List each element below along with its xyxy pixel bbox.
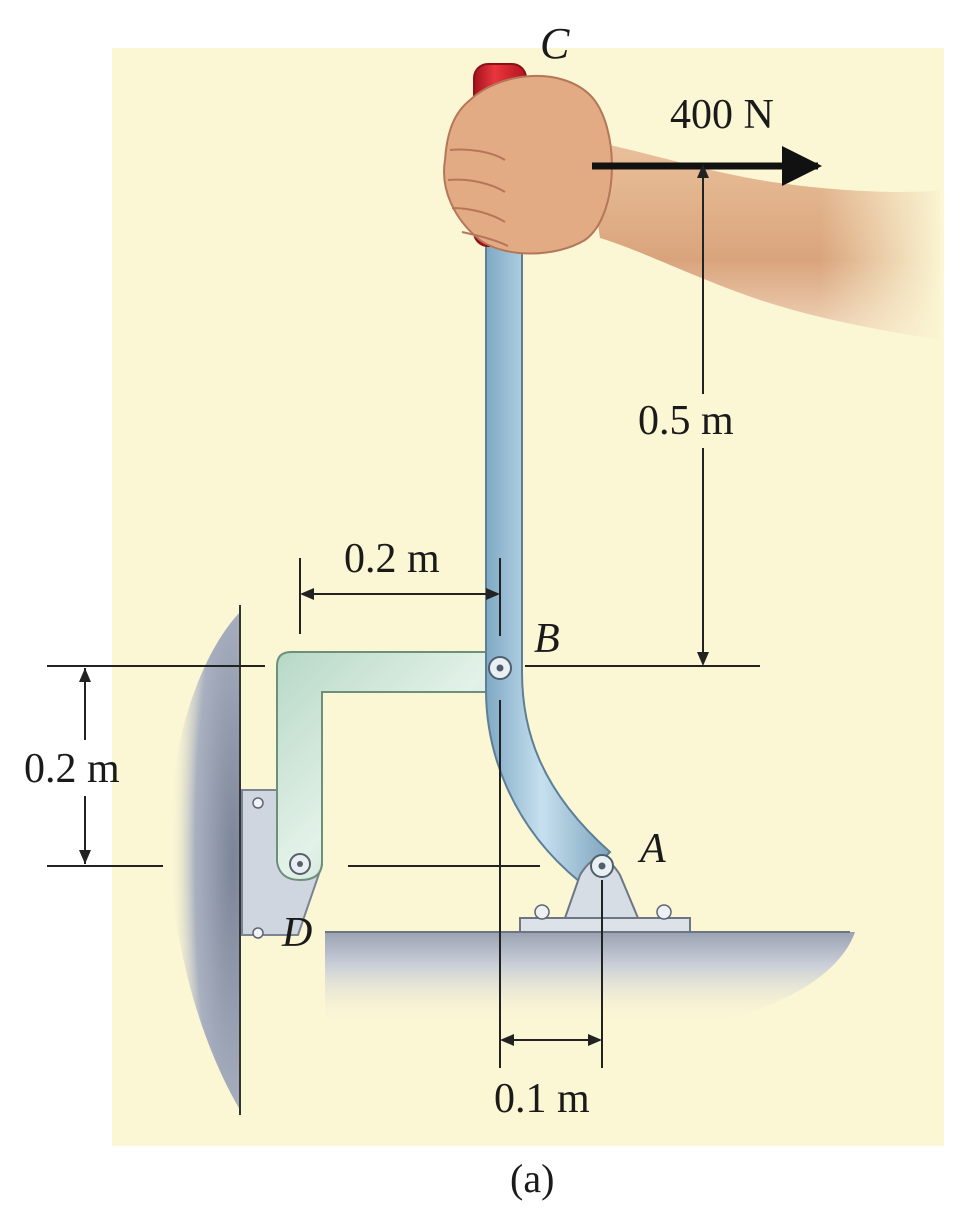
point-label-b: B bbox=[534, 616, 560, 662]
dimension-label-db: 0.2 m bbox=[344, 536, 440, 582]
point-label-d: D bbox=[281, 910, 312, 956]
point-label-a: A bbox=[637, 826, 666, 872]
figure-caption: (a) bbox=[510, 1156, 554, 1201]
dimension-label-bc: 0.5 m bbox=[638, 398, 734, 444]
dimension-ab bbox=[348, 700, 603, 1068]
dimension-db bbox=[299, 558, 501, 636]
point-label-c: C bbox=[540, 19, 570, 68]
dimension-label-d-vertical: 0.2 m bbox=[24, 746, 120, 792]
wall bbox=[169, 605, 241, 1115]
dimension-bc bbox=[525, 176, 760, 667]
hand bbox=[443, 75, 944, 350]
dimension-label-ab: 0.1 m bbox=[494, 1076, 590, 1122]
force-label: 400 N bbox=[670, 92, 774, 138]
